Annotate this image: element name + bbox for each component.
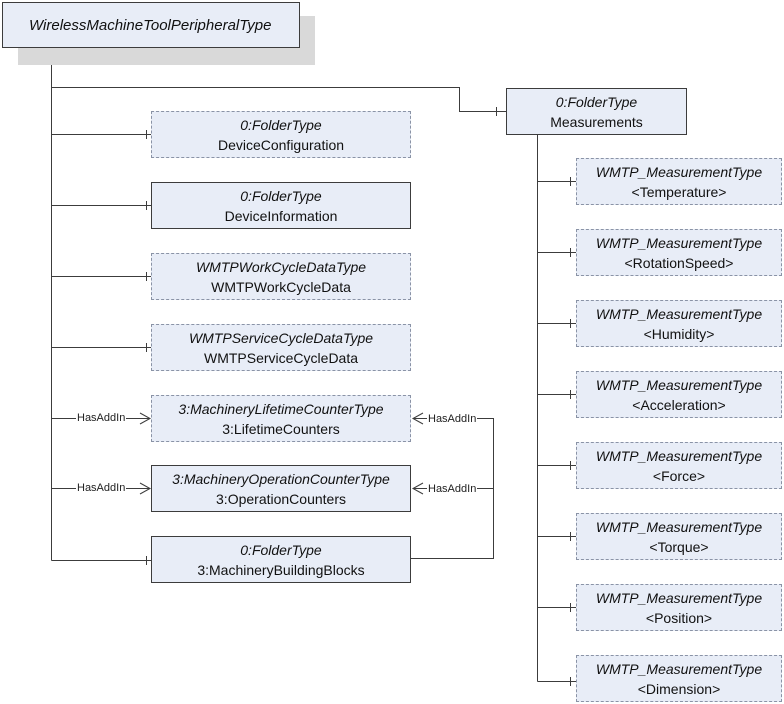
has-add-in-label: HasAddIn xyxy=(427,413,478,425)
node-name-label: 3:MachineryBuildingBlocks xyxy=(197,561,365,578)
has-add-in-label: HasAddIn xyxy=(76,412,127,424)
has-add-in-label: HasAddIn xyxy=(76,482,127,494)
node-name-label: WMTPServiceCycleData xyxy=(203,349,359,366)
node-measurement-force[interactable]: WMTP_MeasurementType <Force> xyxy=(576,442,782,489)
node-name-label: <RotationSpeed> xyxy=(624,254,734,271)
node-measurement-rotation-speed[interactable]: WMTP_MeasurementType <RotationSpeed> xyxy=(576,229,782,276)
node-name-label: <Force> xyxy=(652,467,706,484)
node-type-label: 0:FolderType xyxy=(240,116,322,133)
node-name-label: <Humidity> xyxy=(643,325,715,342)
node-name-label: <Torque> xyxy=(649,538,709,555)
node-type-label: WMTP_MeasurementType xyxy=(595,305,763,322)
node-measurement-dimension[interactable]: WMTP_MeasurementType <Dimension> xyxy=(576,655,782,702)
node-type-label: 3:MachineryOperationCounterType xyxy=(172,470,390,487)
node-type-label: WMTP_MeasurementType xyxy=(595,518,763,535)
node-measurement-temperature[interactable]: WMTP_MeasurementType <Temperature> xyxy=(576,158,782,205)
node-type-label: 3:MachineryLifetimeCounterType xyxy=(178,400,384,417)
node-measurement-torque[interactable]: WMTP_MeasurementType <Torque> xyxy=(576,513,782,560)
node-type-label: 0:FolderType xyxy=(240,541,322,558)
node-measurements[interactable]: 0:FolderType Measurements xyxy=(506,88,687,135)
node-name-label: DeviceInformation xyxy=(224,207,338,224)
node-type-label: WMTP_MeasurementType xyxy=(595,234,763,251)
node-name-label: Measurements xyxy=(550,113,643,130)
node-service-cycle-data[interactable]: WMTPServiceCycleDataType WMTPServiceCycl… xyxy=(151,324,411,371)
node-operation-counters[interactable]: 3:MachineryOperationCounterType 3:Operat… xyxy=(151,465,411,512)
node-measurement-acceleration[interactable]: WMTP_MeasurementType <Acceleration> xyxy=(576,371,782,418)
node-measurement-humidity[interactable]: WMTP_MeasurementType <Humidity> xyxy=(576,300,782,347)
node-type-label: WMTP_MeasurementType xyxy=(595,447,763,464)
node-measurement-position[interactable]: WMTP_MeasurementType <Position> xyxy=(576,584,782,631)
node-type-label: WMTP_MeasurementType xyxy=(595,163,763,180)
node-type-label: 0:FolderType xyxy=(240,187,322,204)
node-type-label: WMTP_MeasurementType xyxy=(595,660,763,677)
node-device-information[interactable]: 0:FolderType DeviceInformation xyxy=(151,182,411,229)
root-node-label: WirelessMachineToolPeripheralType xyxy=(29,16,272,34)
node-type-label: WMTPServiceCycleDataType xyxy=(188,329,374,346)
node-type-label: 0:FolderType xyxy=(555,93,638,110)
node-name-label: WMTPWorkCycleData xyxy=(211,278,351,295)
node-name-label: <Position> xyxy=(645,609,713,626)
node-work-cycle-data[interactable]: WMTPWorkCycleDataType WMTPWorkCycleData xyxy=(151,253,411,300)
node-machinery-building-blocks[interactable]: 0:FolderType 3:MachineryBuildingBlocks xyxy=(151,536,411,583)
node-name-label: <Temperature> xyxy=(631,183,727,200)
node-type-label: WMTP_MeasurementType xyxy=(595,589,763,606)
node-device-configuration[interactable]: 0:FolderType DeviceConfiguration xyxy=(151,111,411,158)
root-node[interactable]: WirelessMachineToolPeripheralType xyxy=(2,2,300,48)
node-lifetime-counters[interactable]: 3:MachineryLifetimeCounterType 3:Lifetim… xyxy=(151,395,411,442)
node-name-label: <Dimension> xyxy=(637,680,721,697)
node-name-label: DeviceConfiguration xyxy=(217,136,345,153)
node-type-label: WMTP_MeasurementType xyxy=(595,376,763,393)
measurements-branch-line xyxy=(51,87,506,112)
node-name-label: 3:OperationCounters xyxy=(216,490,346,507)
node-type-label: WMTPWorkCycleDataType xyxy=(195,258,367,275)
has-add-in-label: HasAddIn xyxy=(427,483,478,495)
node-name-label: 3:LifetimeCounters xyxy=(222,420,340,437)
node-name-label: <Acceleration> xyxy=(632,396,726,413)
